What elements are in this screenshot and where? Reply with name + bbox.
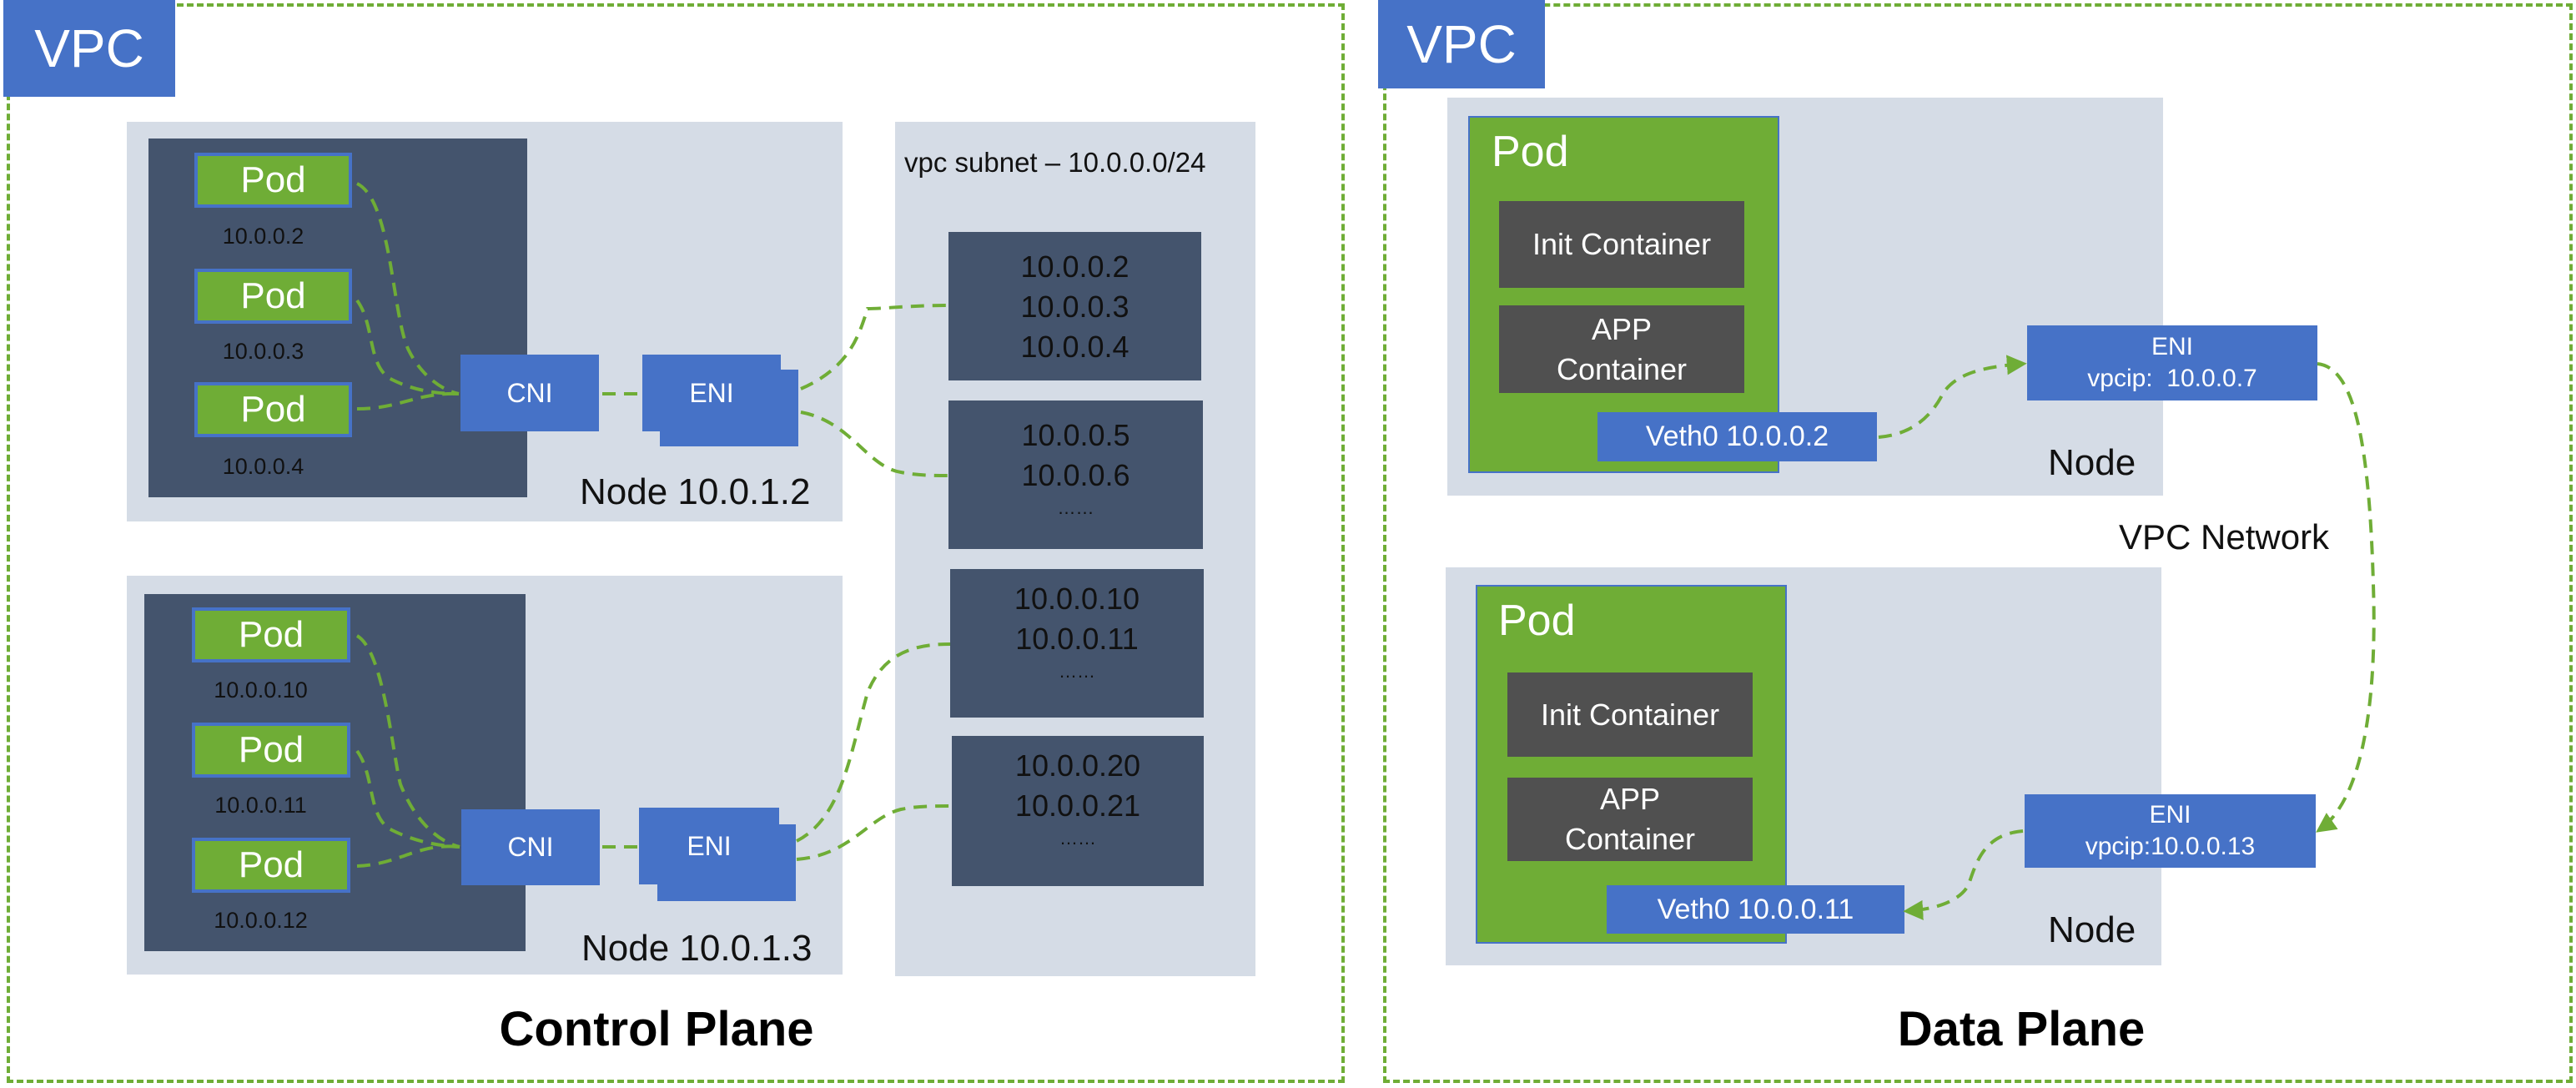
ip-pool-line: ……	[1059, 828, 1096, 849]
pod-ip-1-2: 10.0.0.3	[222, 339, 304, 364]
control-plane-vpc-frame	[7, 3, 1345, 1083]
node-label-2: Node 10.0.1.3	[581, 928, 813, 969]
eni-pool-link	[800, 304, 949, 390]
app-container-line2: Container	[1556, 351, 1688, 386]
veth-eni-link	[1878, 355, 2027, 439]
eni-pool-link	[800, 411, 949, 477]
data-plane-vpc-label: VPC	[1378, 0, 1545, 88]
pod-ip-1-1: 10.0.0.2	[222, 224, 304, 249]
pod-2-2[interactable]: Pod	[192, 723, 350, 778]
pod-ip-2-2: 10.0.0.11	[214, 793, 307, 818]
dp-pod-label-1: Pod	[1492, 128, 1569, 176]
veth-box-2[interactable]: Veth0 10.0.0.11	[1607, 885, 1904, 934]
app-container-1[interactable]: APP Container	[1499, 305, 1744, 393]
cni-box-2[interactable]: CNI	[461, 809, 600, 885]
ip-pool-box[interactable]: 10.0.0.2 10.0.0.3 10.0.0.4	[948, 232, 1201, 380]
pod-cni-link	[356, 844, 460, 868]
ip-pool-line: 10.0.0.21	[1014, 788, 1141, 823]
cni-box-1[interactable]: CNI	[460, 355, 599, 431]
app-container-line1: APP	[1591, 311, 1653, 346]
data-plane-vpc-frame	[1383, 3, 2573, 1083]
control-plane-vpc-label: VPC	[3, 0, 175, 97]
dp-eni-title-1: ENI	[2151, 333, 2193, 360]
ip-pool-line: 10.0.0.4	[1020, 330, 1130, 364]
ip-pool-box[interactable]: 10.0.0.10 10.0.0.11 ……	[950, 569, 1204, 718]
veth-box-1[interactable]: Veth0 10.0.0.2	[1597, 412, 1877, 461]
ip-pool-line: ……	[1057, 497, 1094, 518]
pod-cni-link	[355, 299, 460, 395]
dp-node-label-2: Node	[2048, 909, 2136, 950]
app-container-line1: APP	[1599, 782, 1661, 816]
node-label-1: Node 10.0.1.2	[580, 471, 811, 512]
pod-2-1[interactable]: Pod	[192, 607, 350, 662]
ip-pool-line: 10.0.0.5	[1021, 418, 1130, 452]
pod-cni-link	[355, 749, 460, 849]
pod-cni-link	[355, 634, 460, 849]
dp-pod-label-2: Pod	[1498, 597, 1576, 645]
pod-1-1[interactable]: Pod	[194, 153, 352, 208]
ip-pool-line: 10.0.0.6	[1021, 458, 1130, 492]
ip-pool-line: 10.0.0.10	[1014, 582, 1140, 616]
ip-pool-line: ……	[1059, 661, 1095, 682]
app-container-2[interactable]: APP Container	[1507, 778, 1753, 861]
ip-pool-box[interactable]: 10.0.0.20 10.0.0.21 ……	[952, 736, 1204, 886]
control-plane-title: Control Plane	[499, 1002, 814, 1056]
ip-pool-line: 10.0.0.11	[1015, 622, 1139, 656]
dp-eni-box-1[interactable]: ENI vpcip: 10.0.0.7	[2027, 325, 2317, 400]
eni-veth-link	[1903, 829, 2024, 920]
dp-eni-ip-1: vpcip: 10.0.0.7	[2087, 365, 2257, 392]
init-container-1[interactable]: Init Container	[1499, 201, 1744, 288]
app-container-line2: Container	[1564, 822, 1696, 856]
ip-pool-box[interactable]: 10.0.0.5 10.0.0.6 ……	[948, 400, 1203, 549]
dp-eni-title-2: ENI	[2149, 801, 2191, 829]
dp-node-label-1: Node	[2048, 442, 2136, 483]
pod-ip-1-3: 10.0.0.4	[222, 454, 304, 479]
data-plane-title: Data Plane	[1897, 1002, 2146, 1056]
vpc-network-link	[2316, 362, 2376, 833]
pod-1-3[interactable]: Pod	[194, 382, 352, 437]
init-container-2[interactable]: Init Container	[1507, 672, 1753, 757]
eni-pool-link	[796, 642, 951, 843]
vpc-subnet-label: vpc subnet – 10.0.0.0/24	[904, 147, 1206, 178]
pod-ip-2-3: 10.0.0.12	[214, 908, 308, 933]
ip-pool-line: 10.0.0.20	[1014, 748, 1141, 783]
ip-pool-line: 10.0.0.2	[1020, 249, 1130, 284]
vpc-network-label: VPC Network	[2119, 517, 2330, 557]
dp-eni-ip-2: vpcip:10.0.0.13	[2085, 833, 2256, 860]
ip-pool-line: 10.0.0.3	[1020, 290, 1130, 324]
pod-cni-link	[356, 391, 460, 411]
eni-box-2[interactable]: ENI	[639, 808, 779, 884]
pod-1-2[interactable]: Pod	[194, 269, 352, 324]
pod-cni-link	[355, 182, 460, 395]
pod-2-3[interactable]: Pod	[192, 838, 350, 893]
dp-pod-2[interactable]	[1476, 585, 1787, 944]
dp-eni-box-2[interactable]: ENI vpcip:10.0.0.13	[2025, 794, 2316, 868]
eni-box-1[interactable]: ENI	[642, 355, 781, 431]
pod-ip-2-1: 10.0.0.10	[214, 677, 308, 703]
eni-pool-link	[796, 804, 953, 861]
